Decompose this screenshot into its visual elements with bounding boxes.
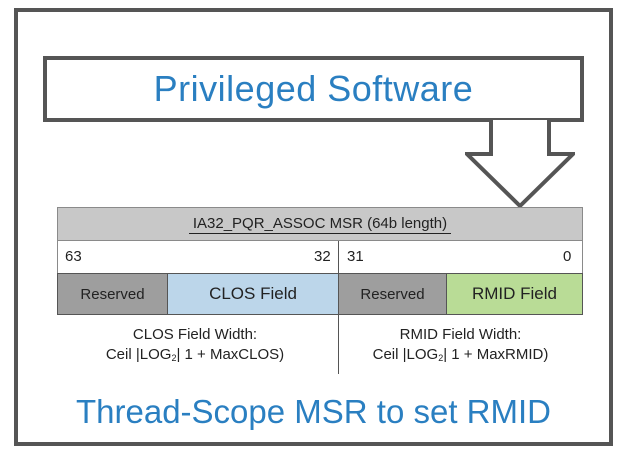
msr-register-diagram: IA32_PQR_ASSOC MSR (64b length) 63 32 31… <box>57 207 583 374</box>
bit-boundary-divider <box>338 241 339 374</box>
bit-32-label: 32 <box>314 248 331 265</box>
rmid-width-note: RMID Field Width: Ceil |LOG2| 1 + MaxRMI… <box>343 325 578 368</box>
bit-31-label: 31 <box>347 248 364 265</box>
bit-positions-row: 63 32 31 0 <box>57 241 583 273</box>
clos-width-title: CLOS Field Width: <box>132 326 258 343</box>
msr-header: IA32_PQR_ASSOC MSR (64b length) <box>57 207 583 241</box>
clos-field: CLOS Field <box>168 274 339 314</box>
rmid-width-formula: Ceil |LOG2| 1 + MaxRMID) <box>372 346 549 363</box>
reserved-field-low: Reserved <box>339 274 447 314</box>
msr-header-label: IA32_PQR_ASSOC MSR (64b length) <box>188 215 452 234</box>
privileged-software-title: Privileged Software <box>153 68 474 109</box>
msr-fields-row: Reserved CLOS Field Reserved RMID Field <box>57 273 583 315</box>
bit-0-label: 0 <box>563 248 572 265</box>
privileged-software-box: Privileged Software <box>43 56 584 122</box>
rmid-field: RMID Field <box>447 274 582 314</box>
down-arrow-icon <box>465 118 575 209</box>
bottom-caption: Thread-Scope MSR to set RMID <box>76 393 551 430</box>
reserved-field-high: Reserved <box>58 274 168 314</box>
bit-63-label: 63 <box>65 248 82 265</box>
clos-width-note: CLOS Field Width: Ceil |LOG2| 1 + MaxCLO… <box>75 325 315 368</box>
clos-width-formula: Ceil |LOG2| 1 + MaxCLOS) <box>105 346 285 363</box>
rmid-width-title: RMID Field Width: <box>399 326 522 343</box>
